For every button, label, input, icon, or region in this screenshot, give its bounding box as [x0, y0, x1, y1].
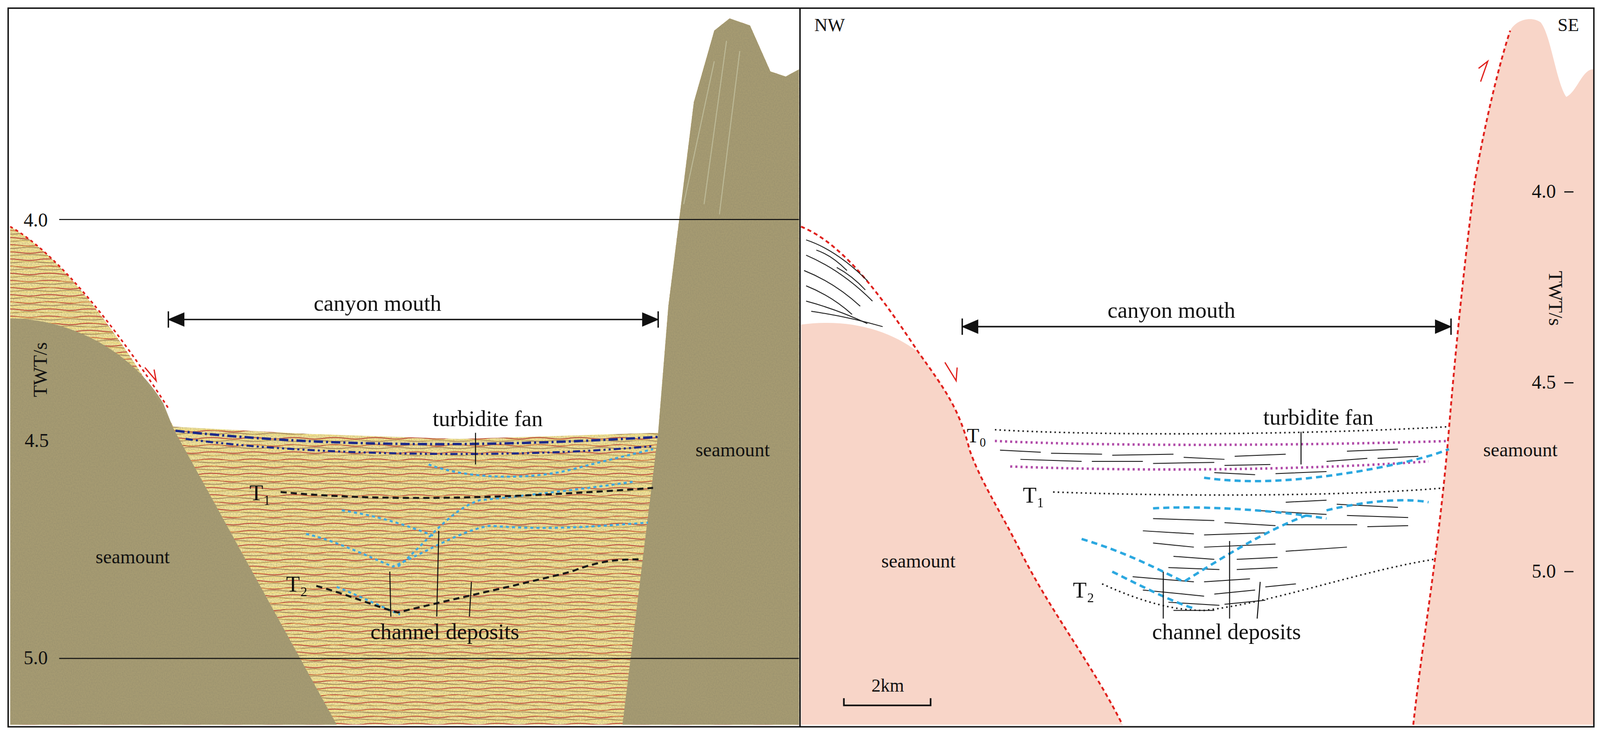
feature-label: seamount [881, 551, 956, 572]
tick-label: 5.0 [23, 648, 48, 669]
axis-title: TWT/s [31, 341, 51, 397]
direction-label: SE [1557, 16, 1580, 35]
unit-label: channel deposits [1151, 620, 1301, 644]
horizon-label: T₁ [1023, 483, 1045, 506]
horizon-label: T₁ [249, 481, 271, 505]
horizon-label: T₀ [966, 425, 987, 447]
span-label: canyon mouth [313, 291, 442, 315]
feature-label: seamount [695, 440, 770, 461]
tick-label: 4.5 [24, 431, 49, 451]
unit-label: turbidite fan [1263, 406, 1374, 429]
feature-label: seamount [95, 547, 170, 568]
scale-label: 2km [871, 676, 905, 696]
horizon-label: T₂ [286, 572, 308, 595]
span-label: canyon mouth [1107, 299, 1236, 322]
feature-label: seamount [1483, 440, 1558, 461]
tick-label: 4.5 [1531, 373, 1556, 393]
axis-title: TWT/s [1545, 270, 1565, 326]
direction-label: NW [814, 16, 845, 35]
horizon-label: T₂ [1072, 578, 1095, 601]
tick-label: 4.0 [1531, 182, 1556, 202]
tick-label: 4.0 [23, 210, 48, 231]
unit-label: channel deposits [370, 620, 520, 644]
unit-label: turbidite fan [432, 407, 544, 430]
tick-label: 5.0 [1531, 562, 1556, 582]
